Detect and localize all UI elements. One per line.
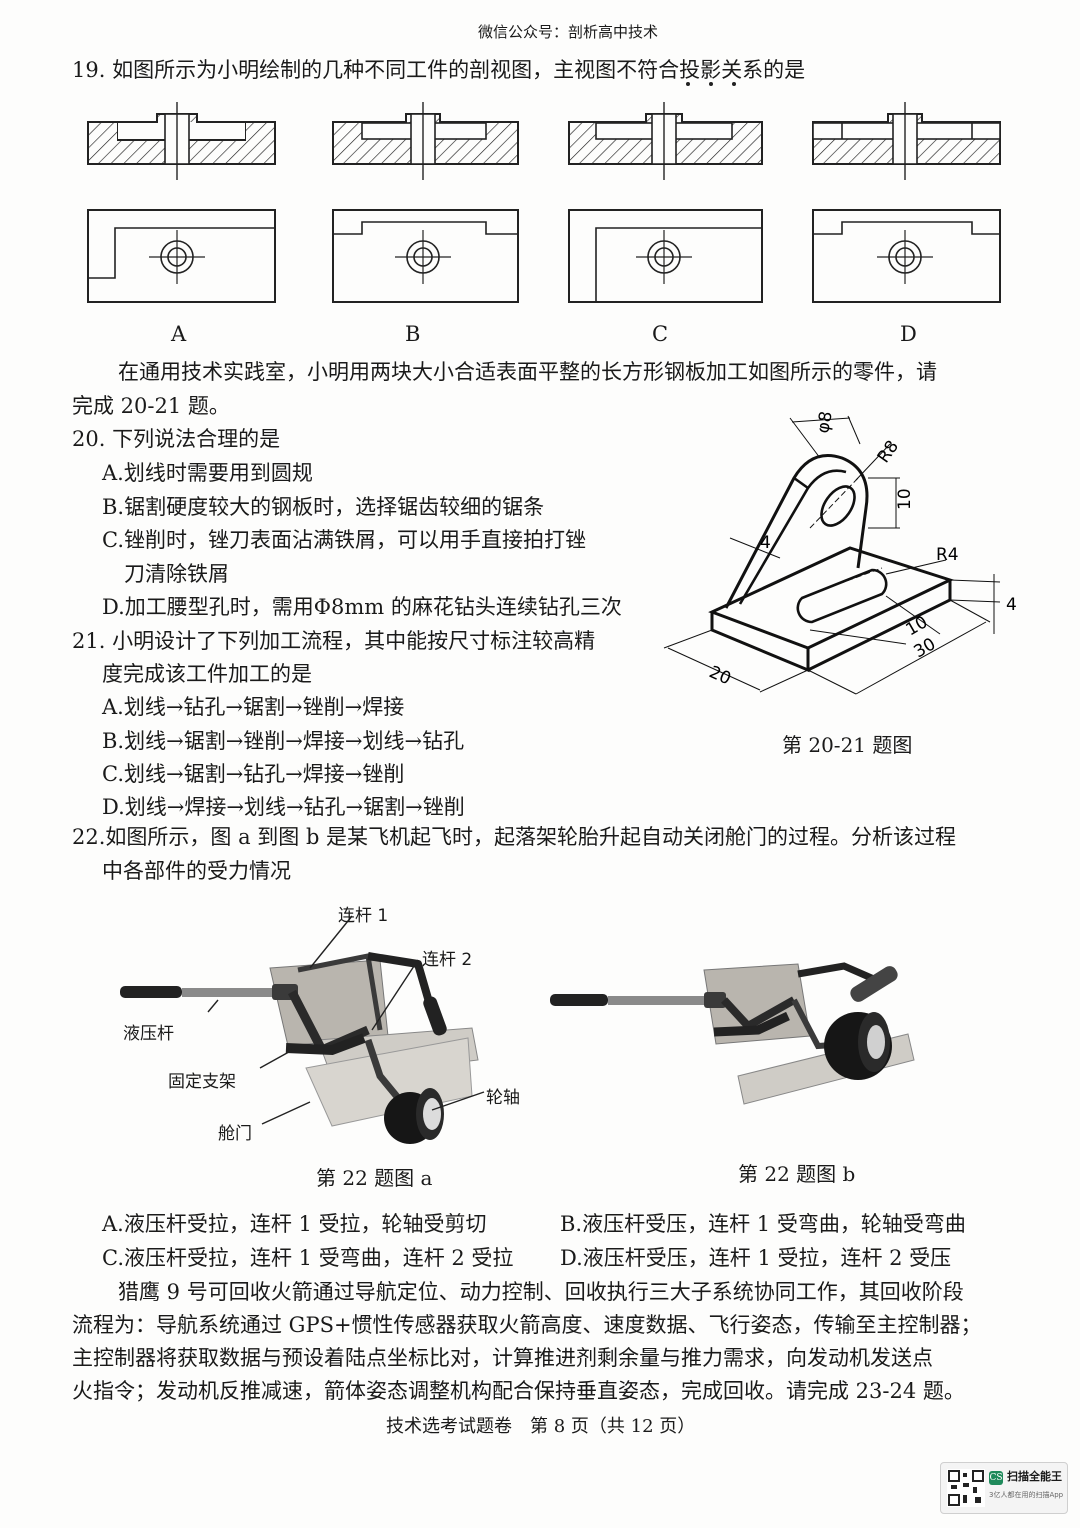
q20-option-d: D.加工腰型孔时，需用Φ8mm 的麻花钻头连续钻孔三次 (102, 595, 622, 619)
dim-4-plate: 4 (1006, 595, 1017, 615)
fig-20-21-isometric-part: φ8 R8 10 4 R4 4 10 30 20 (663, 410, 1017, 695)
q19-drawing-d (812, 102, 1001, 303)
intro-23-24-line2: 流程为：导航系统通过 GPS+惯性传感器获取火箭高度、速度数据、飞行姿态，传输至… (72, 1313, 982, 1337)
q19-drawing-a (87, 102, 276, 303)
intro-20-21-line1: 在通用技术实践室，小明用两块大小合适表面平整的长方形钢板加工如图所示的零件，请 (118, 360, 937, 384)
q22-option-a: A.液压杆受拉，连杆 1 受拉，轮轴受剪切 (102, 1212, 487, 1236)
fig-20-21-caption: 第 20-21 题图 (782, 733, 913, 757)
q21-option-a: A.划线→钻孔→锯割→锉削→焊接 (102, 695, 405, 719)
label-hatch-door: 舱门 (218, 1124, 252, 1144)
q19-option-a-label: A (171, 322, 187, 346)
q22-stem-cont: 中各部件的受力情况 (102, 859, 291, 883)
fig-22a-caption: 第 22 题图 a (316, 1166, 433, 1190)
dim-4-upright: 4 (760, 533, 771, 553)
intro-23-24-line1: 猎鹰 9 号可回收火箭通过导航定位、动力控制、回收执行三大子系统协同工作，其回收… (118, 1280, 964, 1304)
q21-option-b: B.划线→锯割→锉削→焊接→划线→钻孔 (102, 729, 465, 753)
q20-stem: 20. 下列说法合理的是 (72, 427, 281, 451)
wechat-header: 微信公众号：剖析高中技术 (478, 23, 659, 41)
q22-option-c: C.液压杆受拉，连杆 1 受弯曲，连杆 2 受拉 (102, 1246, 514, 1270)
label-wheel-axle: 轮轴 (486, 1088, 520, 1108)
label-fixed-bracket: 固定支架 (168, 1072, 236, 1092)
dim-10-upright: 10 (895, 488, 915, 510)
qr-code-icon (947, 1469, 985, 1507)
emphasis-dot (686, 82, 690, 86)
emphasis-dot (732, 82, 736, 86)
q22-option-d: D.液压杆受压，连杆 1 受拉，连杆 2 受压 (560, 1246, 952, 1270)
fig-22b-caption: 第 22 题图 b (738, 1162, 856, 1186)
label-link2: 连杆 2 (422, 950, 473, 970)
scanner-app-tagline: 3亿人都在用的扫描App (989, 1491, 1064, 1499)
dim-r4: R4 (936, 545, 959, 565)
label-hydraulic-rod: 液压杆 (123, 1024, 174, 1044)
scanner-app-name: 扫描全能王 (1007, 1470, 1062, 1483)
dim-r8: R8 (874, 437, 903, 467)
dim-phi8: φ8 (813, 410, 837, 435)
q22-option-b: B.液压杆受压，连杆 1 受弯曲，轮轴受弯曲 (560, 1212, 966, 1236)
emphasis-dot (709, 82, 713, 86)
q21-option-c: C.划线→锯割→钻孔→焊接→锉削 (102, 762, 405, 786)
intro-23-24-line4: 火指令；发动机反推减速，箭体姿态调整机构配合保持垂直姿态，完成回收。请完成 23… (72, 1379, 965, 1403)
q22-stem: 22.如图所示，图 a 到图 b 是某飞机起飞时，起落架轮胎升起自动关闭舱门的过… (72, 825, 957, 849)
fig-22b-landing-gear (550, 962, 915, 1105)
q20-option-b: B.锯割硬度较大的钢板时，选择锯齿较细的锯条 (102, 495, 545, 519)
q21-stem: 21. 小明设计了下列加工流程，其中能按尺寸标注较高精 (72, 629, 596, 653)
q20-option-c-cont: 刀清除铁屑 (124, 562, 229, 586)
cs-logo-icon: CS (989, 1471, 1003, 1485)
q19-drawing-c (568, 102, 763, 303)
intro-20-21-line2: 完成 20-21 题。 (72, 394, 230, 418)
label-link1: 连杆 1 (338, 906, 389, 926)
q20-option-c: C.锉削时，锉刀表面沾满铁屑，可以用手直接拍打锉 (102, 528, 586, 552)
q20-option-a: A.划线时需要用到圆规 (102, 461, 313, 485)
q19-stem: 19. 如图所示为小明绘制的几种不同工件的剖视图，主视图不符合投影关系的是 (72, 58, 806, 82)
q19-option-c-label: C (652, 322, 669, 346)
q19-option-b-label: B (405, 322, 421, 346)
scanner-watermark: CS 扫描全能王 3亿人都在用的扫描App (940, 1462, 1068, 1514)
fig-22a-landing-gear (120, 915, 485, 1144)
q19-drawing-b (332, 102, 519, 303)
q21-stem-cont: 度完成该工件加工的是 (102, 662, 312, 686)
page-footer: 技术选考试题卷 第 8 页（共 12 页） (386, 1416, 696, 1437)
dim-20: 20 (706, 662, 734, 689)
intro-23-24-line3: 主控制器将获取数据与预设着陆点坐标比对，计算推进剂剩余量与推力需求，向发动机发送… (72, 1346, 933, 1370)
q21-option-d: D.划线→焊接→划线→钻孔→锯割→锉削 (102, 795, 465, 819)
q19-option-d-label: D (900, 322, 917, 346)
